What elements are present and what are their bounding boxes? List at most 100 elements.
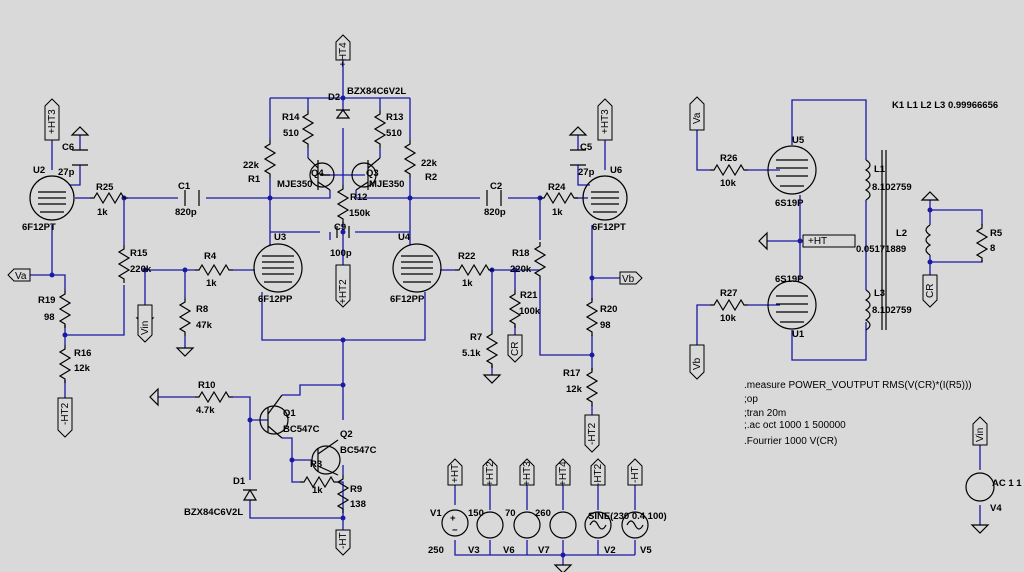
zener-d1[interactable]: D1 BZX84C6V2L: [184, 476, 258, 518]
svg-text:27p: 27p: [578, 167, 595, 178]
svg-text:R16: R16: [74, 348, 91, 359]
resistor-r22[interactable]: R22 1k: [454, 251, 494, 289]
transistor-q3[interactable]: Q3 MJE350: [351, 157, 404, 191]
svg-text:U3: U3: [274, 232, 286, 243]
resistor-r21[interactable]: R21 100k: [509, 289, 541, 329]
svg-text:R26: R26: [720, 153, 737, 164]
tube-u5[interactable]: U5 6S19P: [767, 135, 817, 209]
svg-text:Vin: Vin: [975, 428, 986, 442]
resistor-r18[interactable]: R18 220k: [510, 241, 546, 281]
svg-text:C9: C9: [334, 222, 346, 233]
svg-text:BZX84C6V2L: BZX84C6V2L: [184, 507, 243, 518]
resistor-r26[interactable]: R26 10k: [709, 153, 749, 189]
net-flag-vin-right[interactable]: Vin: [972, 416, 988, 446]
net-flag-vb[interactable]: Vb: [619, 271, 643, 285]
resistor-r10[interactable]: R10 4.7k: [194, 380, 234, 416]
capacitor-c1[interactable]: C1 820p: [175, 181, 200, 218]
source-v4[interactable]: AC 1 1 V4: [965, 472, 1022, 514]
svg-text:V6: V6: [503, 545, 515, 556]
net-flag-vin-left[interactable]: Vin: [137, 304, 153, 343]
source-v6[interactable]: 70 V6: [503, 508, 541, 556]
svg-text:10k: 10k: [720, 178, 737, 189]
capacitor-c6[interactable]: C6 27p: [58, 142, 88, 178]
svg-text:138: 138: [350, 499, 366, 510]
svg-text:-HT: -HT: [630, 466, 641, 483]
svg-text:+HT3: +HT3: [47, 109, 58, 134]
net-flag-neg-ht2-right[interactable]: -HT2: [584, 414, 600, 453]
supply-flags[interactable]: +HT +HT2 +HT3 +HT4 -HT2 -HT: [447, 458, 643, 486]
resistor-r16[interactable]: R16 12k: [59, 344, 91, 384]
tube-u1[interactable]: 6S19P U1: [767, 274, 817, 340]
net-flag-ht-output[interactable]: +HT: [802, 234, 856, 248]
source-v1[interactable]: +− V1 250: [428, 508, 469, 556]
transistor-q4[interactable]: Q4 MJE350: [277, 157, 335, 191]
resistor-r8[interactable]: R8 47k: [179, 297, 213, 337]
transistor-q1[interactable]: Q1 BC547C: [259, 394, 320, 439]
svg-text:D1: D1: [233, 476, 246, 487]
resistor-r17[interactable]: R17 12k: [563, 367, 598, 407]
svg-text:+HT4: +HT4: [338, 42, 349, 67]
net-flag-cr-right[interactable]: CR: [922, 274, 938, 308]
svg-text:R10: R10: [198, 380, 215, 391]
svg-text:V4: V4: [990, 503, 1002, 514]
svg-text:+HT3: +HT3: [522, 461, 533, 486]
resistor-r19[interactable]: R19 98: [38, 289, 71, 329]
net-flag-ht4[interactable]: +HT4: [335, 34, 351, 67]
source-v7[interactable]: 260 V7: [535, 508, 577, 556]
resistor-r27[interactable]: R27 10k: [709, 288, 749, 324]
resistor-r3[interactable]: R3 1k: [299, 459, 339, 496]
resistor-r25[interactable]: R25 1k: [89, 182, 129, 218]
capacitor-c2[interactable]: C2 820p: [484, 181, 506, 218]
svg-text:150: 150: [468, 508, 484, 519]
net-flag-ht3-left[interactable]: +HT3: [44, 98, 60, 141]
resistor-r5[interactable]: R5 8: [976, 223, 1003, 263]
resistor-r15[interactable]: R15 220k: [118, 244, 152, 284]
svg-text:4.7k: 4.7k: [196, 405, 215, 416]
net-flag-va-right[interactable]: Va: [689, 96, 705, 131]
resistor-r14[interactable]: R14 510: [282, 109, 314, 149]
resistor-r4[interactable]: R4 1k: [194, 251, 234, 289]
svg-text:+HT2: +HT2: [485, 461, 496, 486]
tube-u2[interactable]: U2 6F12PT: [22, 165, 75, 233]
svg-text:250: 250: [428, 545, 444, 556]
resistor-r2[interactable]: 22k R2: [404, 139, 438, 183]
net-flag-vb-right[interactable]: Vb: [689, 344, 705, 380]
resistor-r7[interactable]: R7 5.1k: [462, 329, 498, 369]
transistor-q2[interactable]: Q2 BC547C: [311, 429, 377, 476]
capacitor-c9[interactable]: C9 100p: [330, 222, 352, 259]
tube-u4[interactable]: U4 6F12PP: [390, 232, 442, 305]
net-flag-cr-left[interactable]: CR: [507, 334, 523, 363]
svg-text:510: 510: [386, 128, 402, 139]
svg-text:U5: U5: [792, 135, 805, 146]
net-flag-neg-ht2-left[interactable]: -HT2: [57, 397, 73, 438]
source-v5[interactable]: V5: [621, 511, 652, 556]
resistor-r24[interactable]: R24 1k: [539, 182, 579, 218]
resistor-r13[interactable]: R13 510: [374, 109, 403, 149]
directive-tran: ;tran 20m: [744, 408, 786, 419]
net-flag-va-left[interactable]: Va: [7, 268, 31, 282]
svg-text:260: 260: [535, 508, 551, 519]
resistor-r1[interactable]: 22k R1: [243, 139, 276, 185]
svg-text:+: +: [450, 513, 456, 524]
source-v3[interactable]: 150 V3: [468, 508, 504, 556]
net-flag-ht2-center[interactable]: +HT2: [335, 264, 351, 308]
resistor-r20[interactable]: R20 98: [586, 297, 617, 337]
resistor-r9[interactable]: R9 138: [337, 474, 366, 514]
svg-text:R4: R4: [204, 251, 217, 262]
svg-text:510: 510: [283, 128, 299, 139]
net-flag-neg-ht-bias[interactable]: -HT: [335, 529, 351, 556]
svg-text:C6: C6: [62, 142, 74, 153]
spice-directives[interactable]: .measure POWER_VOUTPUT RMS(V(CR)*(I(R5))…: [744, 380, 972, 447]
svg-text:R22: R22: [458, 251, 475, 262]
transformer[interactable]: L1 8.102759 L2 0.05171889 L3 8.102759 K1…: [856, 100, 998, 331]
source-v2[interactable]: SINE(230 0.4 100) V2: [584, 511, 667, 556]
zener-d2[interactable]: D2 BZX84C6V2L: [328, 86, 406, 119]
directive-measure: .measure POWER_VOUTPUT RMS(V(CR)*(I(R5))…: [744, 380, 972, 391]
capacitor-c5[interactable]: C5 27p: [570, 142, 595, 178]
tube-u3[interactable]: U3 6F12PP: [253, 232, 303, 305]
tube-u6[interactable]: U6 6F12PT: [582, 165, 628, 233]
resistor-r12[interactable]: R12 150k: [337, 184, 371, 224]
net-flag-ht3-right[interactable]: +HT3: [597, 98, 613, 141]
svg-text:R19: R19: [38, 295, 55, 306]
